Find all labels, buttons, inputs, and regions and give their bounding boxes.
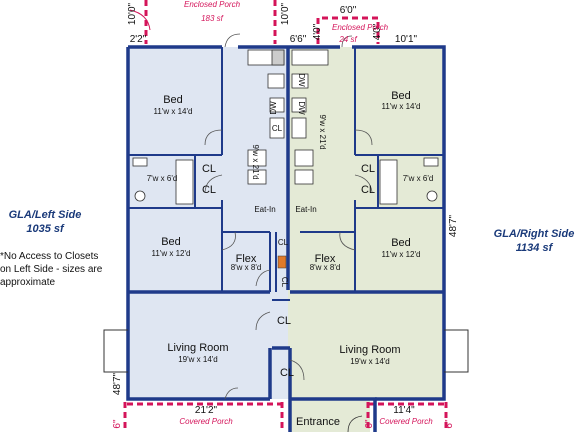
flex-right-name: Flex bbox=[315, 253, 336, 265]
bay-window-left bbox=[103, 329, 128, 373]
dim-10-0-a: 10'0" bbox=[127, 2, 138, 25]
dim-4-0-a: 4'0" bbox=[312, 23, 323, 40]
porch-right-top-name: Enclosed Porch bbox=[332, 23, 389, 32]
kitchen-right-size: 9'w x 21'd bbox=[318, 114, 327, 149]
closet-5: CL bbox=[278, 238, 289, 247]
kitchen-left-name: Eat-In bbox=[254, 205, 275, 214]
bath-left-size: 7'w x 6'd bbox=[147, 174, 178, 183]
door-swings bbox=[204, 33, 373, 400]
porch-door-swing bbox=[129, 9, 151, 31]
dim-11-4: 11'4" bbox=[393, 405, 415, 416]
right-gla-area: 1134 sf bbox=[515, 242, 553, 254]
porch-left-top-area: 183 sf bbox=[201, 14, 224, 23]
kitchen-right-fixtures bbox=[291, 49, 329, 185]
living-right-size: 19'w x 14'd bbox=[350, 357, 390, 366]
bay-window-right bbox=[444, 329, 469, 373]
dim-48-7-left: 48'7" bbox=[112, 372, 123, 395]
bed4-name: Bed bbox=[391, 237, 411, 249]
bed1-size: 11'w x 14'd bbox=[154, 107, 193, 116]
living-right-name: Living Room bbox=[339, 344, 400, 356]
bed2-size: 11'w x 12'd bbox=[152, 249, 191, 258]
porch-left-top-name: Enclosed Porch bbox=[184, 0, 241, 9]
dim-6-b: 6" bbox=[364, 419, 375, 429]
interior-walls bbox=[128, 47, 444, 301]
porch-right-bottom-name: Covered Porch bbox=[379, 417, 433, 426]
right-gla-title: GLA/Right Side bbox=[493, 228, 575, 240]
right-side-label: GLA/Right Side 1134 sf bbox=[492, 227, 576, 255]
dim-6-6: 6'6" bbox=[290, 34, 307, 45]
closet-3: CL bbox=[361, 163, 375, 175]
dw-1: DW bbox=[269, 101, 278, 115]
left-note-line-2: on Left Side - sizes are bbox=[0, 264, 103, 275]
entrance-door-swing bbox=[347, 415, 363, 432]
closet-6: CL bbox=[280, 277, 289, 288]
left-gla-area: 1035 sf bbox=[26, 223, 64, 235]
dim-6-0: 6'0" bbox=[340, 5, 357, 16]
closet-4: CL bbox=[361, 184, 375, 196]
entrance-name: Entrance bbox=[296, 416, 340, 428]
bed4-size: 11'w x 12'd bbox=[382, 250, 421, 259]
closet-8: CL bbox=[280, 367, 294, 379]
right-unit-fill bbox=[288, 47, 443, 399]
porch-outlines bbox=[123, 0, 448, 432]
flex-left-name: Flex bbox=[236, 253, 257, 265]
dim-10-1: 10'1" bbox=[395, 34, 418, 45]
dim-10-0-b: 10'0" bbox=[280, 2, 291, 25]
dim-6-c: 6" bbox=[444, 419, 455, 429]
living-left-name: Living Room bbox=[167, 342, 228, 354]
porch-right-top-area: 24 sf bbox=[338, 35, 357, 44]
closet-1: CL bbox=[202, 163, 216, 175]
closet-7: CL bbox=[277, 315, 291, 327]
left-side-label: GLA/Left Side 1035 sf bbox=[4, 208, 86, 236]
bed3-size: 11'w x 14'd bbox=[382, 102, 421, 111]
closet-2: CL bbox=[202, 184, 216, 196]
flex-left-size: 8'w x 8'd bbox=[231, 263, 262, 272]
kitchen-left-fixtures bbox=[247, 49, 285, 185]
porch-left-bottom-name: Covered Porch bbox=[179, 417, 233, 426]
left-note-line-3: approximate bbox=[0, 277, 56, 288]
dw-3: DW bbox=[297, 73, 306, 87]
dim-4-0-b: 4'0" bbox=[372, 23, 383, 40]
flex-right-size: 8'w x 8'd bbox=[310, 263, 341, 272]
dim-21-2: 21'2" bbox=[195, 405, 218, 416]
bath-right-size: 7'w x 6'd bbox=[403, 174, 434, 183]
left-note: *No Access to Closets on Left Side - siz… bbox=[0, 250, 124, 289]
kitchen-right-name: Eat-In bbox=[295, 205, 316, 214]
bed1-name: Bed bbox=[163, 94, 183, 106]
left-gla-title: GLA/Left Side bbox=[8, 209, 82, 221]
closet-9: CL bbox=[272, 124, 283, 133]
entrance-fill bbox=[290, 400, 370, 432]
living-left-size: 19'w x 14'd bbox=[178, 355, 218, 364]
exterior-walls bbox=[126, 45, 446, 432]
bath-fixtures bbox=[132, 157, 439, 205]
left-unit-fill bbox=[128, 47, 288, 399]
dim-2-2: 2'2" bbox=[130, 34, 147, 45]
dw-2: DW bbox=[297, 101, 306, 115]
left-note-line-1: *No Access to Closets bbox=[0, 251, 99, 262]
dim-6-a: 6" bbox=[112, 419, 123, 429]
dim-48-7-right: 48'7" bbox=[448, 214, 459, 237]
bed2-name: Bed bbox=[161, 236, 181, 248]
water-heater bbox=[277, 255, 287, 269]
kitchen-left-size: 9'w x 21'd bbox=[251, 144, 260, 179]
bed3-name: Bed bbox=[391, 90, 411, 102]
